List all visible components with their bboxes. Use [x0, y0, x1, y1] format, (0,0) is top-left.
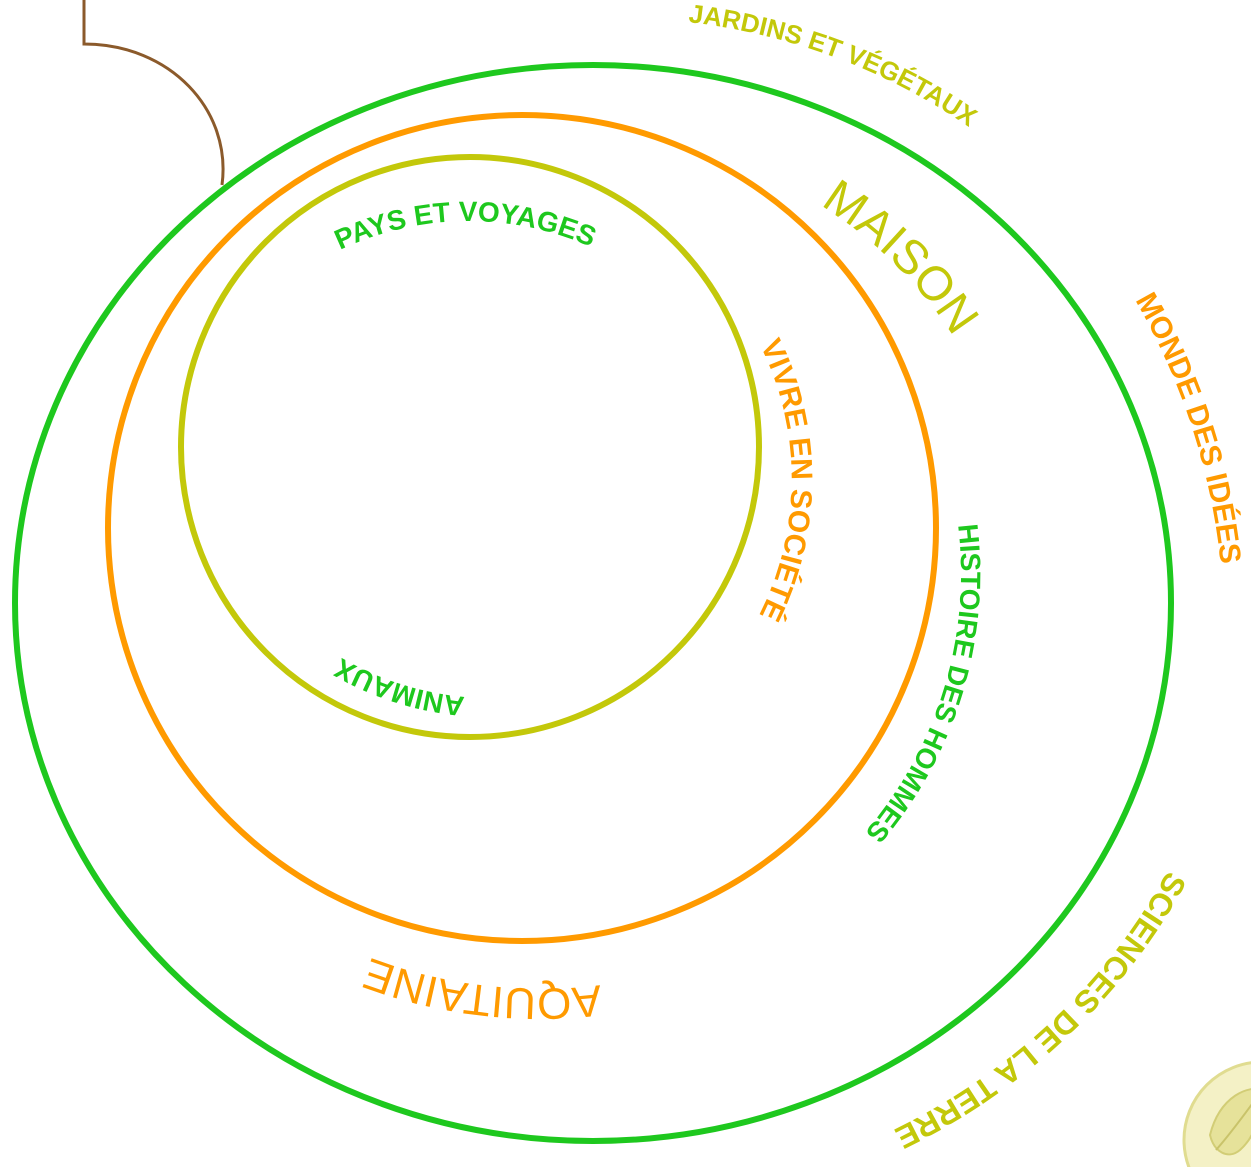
label-sciences-de-la-terre[interactable]: SCIENCES DE LA TERRE: [890, 867, 1193, 1156]
label-maison[interactable]: MAISON: [814, 170, 988, 343]
label-histoire-des-hommes[interactable]: HISTOIRE DES HOMMES: [860, 522, 986, 848]
middle-ring: [105, 112, 939, 944]
label-vivre-en-societe[interactable]: VIVRE EN SOCIÉTÉ: [753, 334, 818, 627]
inner-ring: [178, 154, 762, 740]
label-pays-et-voyages[interactable]: PAYS ET VOYAGES: [330, 196, 601, 255]
connector-line: [82, 0, 225, 186]
label-aquitaine[interactable]: AQUITAINE: [357, 948, 604, 1028]
outer-ring: [12, 62, 1174, 1144]
leaf-emblem-icon: [1182, 1061, 1251, 1167]
label-monde-des-idees[interactable]: MONDE DES IDÉES: [1129, 287, 1247, 565]
